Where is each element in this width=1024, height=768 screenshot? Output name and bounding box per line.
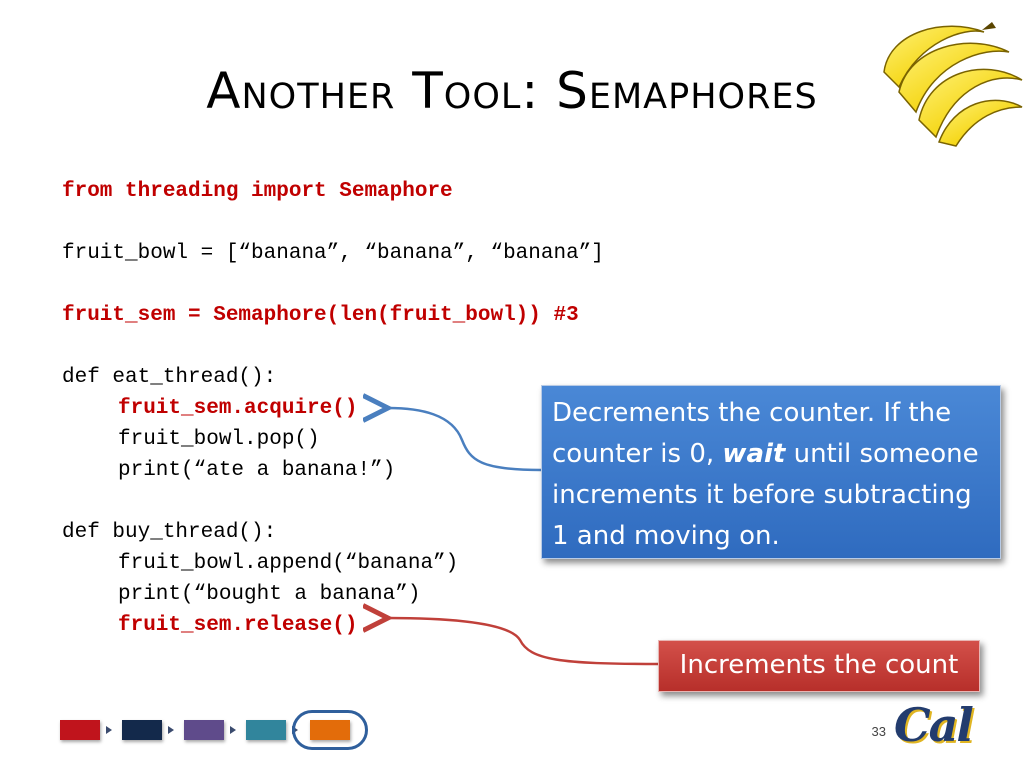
code-line-append: fruit_bowl.append(“banana”) bbox=[118, 552, 459, 575]
release-callout: Increments the count bbox=[658, 640, 980, 692]
current-section-highlight bbox=[292, 710, 368, 750]
acquire-callout-text-1: Decrements the counter. If the counter i… bbox=[552, 398, 952, 469]
code-line-release: fruit_sem.release() bbox=[118, 614, 358, 637]
page-number: 33 bbox=[871, 724, 886, 739]
code-line-def-buy: def buy_thread(): bbox=[62, 521, 277, 544]
nav-section-5-current[interactable] bbox=[310, 720, 350, 740]
nav-arrow-icon bbox=[230, 726, 236, 734]
code-line-acquire: fruit_sem.acquire() bbox=[118, 397, 358, 420]
nav-arrow-icon bbox=[106, 726, 112, 734]
nav-arrow-icon bbox=[168, 726, 174, 734]
code-line-semaphore: fruit_sem = Semaphore(len(fruit_bowl)) #… bbox=[62, 304, 579, 327]
banana-image bbox=[883, 22, 1023, 147]
code-line-print-ate: print(“ate a banana!”) bbox=[118, 459, 396, 482]
cal-logo: Cal bbox=[894, 698, 974, 752]
code-line-fruit-bowl: fruit_bowl = [“banana”, “banana”, “banan… bbox=[62, 242, 604, 265]
slide-title: Another Tool: Semaphores bbox=[206, 62, 818, 120]
code-line-import: from threading import Semaphore bbox=[62, 180, 453, 203]
nav-section-4[interactable] bbox=[246, 720, 286, 740]
code-line-print-bought: print(“bought a banana”) bbox=[118, 583, 421, 606]
acquire-callout-text-2: until someone increments it before subtr… bbox=[552, 439, 979, 551]
nav-section-1[interactable] bbox=[60, 720, 100, 740]
nav-section-3[interactable] bbox=[184, 720, 224, 740]
code-block: from threading import Semaphore fruit_bo… bbox=[62, 176, 604, 641]
acquire-callout-emphasis: wait bbox=[722, 439, 786, 469]
acquire-callout: Decrements the counter. If the counter i… bbox=[541, 385, 1001, 559]
code-line-pop: fruit_bowl.pop() bbox=[118, 428, 320, 451]
slide-navigation bbox=[60, 710, 380, 750]
code-line-def-eat: def eat_thread(): bbox=[62, 366, 277, 389]
nav-section-2[interactable] bbox=[122, 720, 162, 740]
